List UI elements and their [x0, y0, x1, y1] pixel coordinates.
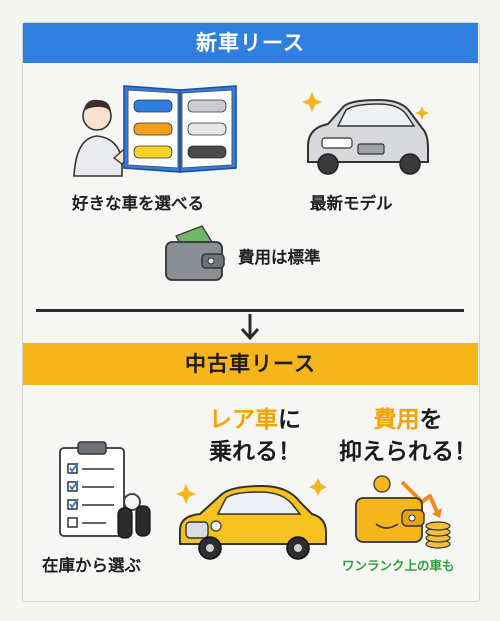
new-car-icon	[302, 92, 429, 175]
wallet-coins-icon	[355, 475, 451, 549]
choose-favorite-label: 好きな車を選べる	[72, 194, 204, 213]
wallet-icon	[165, 225, 225, 281]
rare-car-headline: レア車に 乗れる！	[209, 407, 301, 465]
latest-model-label: 最新モデル	[310, 194, 393, 213]
catalog-person-icon	[73, 85, 237, 177]
section-divider	[36, 309, 464, 312]
checklist-keys-icon	[59, 441, 151, 539]
standard-cost-label: 費用は標準	[238, 248, 321, 267]
choose-from-stock-label: 在庫から選ぶ	[42, 556, 141, 575]
save-cost-headline: 費用を 抑えられる！	[339, 407, 477, 465]
arrow-down-icon	[240, 314, 260, 341]
used-car-lease-header: 中古車リース	[23, 343, 478, 385]
new-car-lease-header: 新車リース	[23, 23, 478, 63]
classic-car-icon	[176, 478, 327, 560]
higher-rank-car-note: ワンランク上の車も	[342, 558, 455, 573]
